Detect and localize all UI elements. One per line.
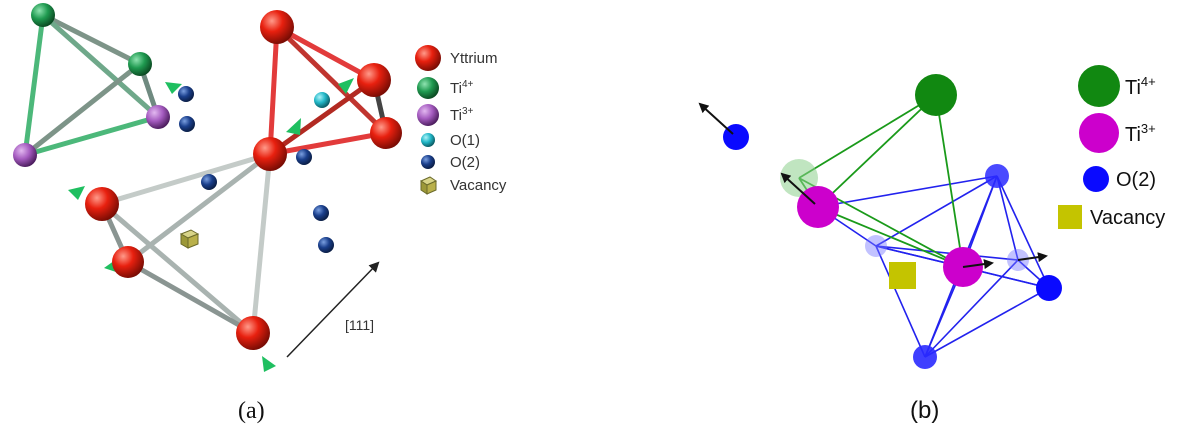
ti4-atom — [31, 3, 55, 27]
legend-vacancy-swatch — [419, 176, 438, 195]
direction-111-arrow — [286, 261, 380, 358]
legend-b-ti3-label: Ti3+ — [1125, 121, 1156, 146]
ti4-atom — [128, 52, 152, 76]
yttrium-atom — [112, 246, 144, 278]
legend-b-o2-label: O(2) — [1116, 169, 1156, 191]
green-arrow-2 — [338, 78, 354, 94]
panel-a-caption: (a) — [238, 398, 265, 424]
o2-atom — [985, 164, 1009, 188]
legend-b-ti3-swatch — [1079, 113, 1119, 153]
yttrium-atom — [85, 187, 119, 221]
o2-atom — [201, 174, 217, 190]
legend-b-vacancy-swatch — [1058, 205, 1082, 229]
yttrium-atom — [260, 10, 294, 44]
o2-atom — [179, 116, 195, 132]
legend-yttrium-label: Yttrium — [450, 50, 498, 67]
legend-a: Yttrium Ti4+ Ti3+ O(1) O(2) Vacancy — [415, 45, 507, 195]
o2-atom — [296, 149, 312, 165]
yttrium-atom — [370, 117, 402, 149]
legend-ti4-label: Ti4+ — [450, 79, 474, 97]
panel-b-caption: (b) — [910, 397, 939, 424]
y-tetrahedron-bonds-gray — [99, 151, 273, 336]
vacancy-b — [889, 262, 916, 289]
green-arrow-4 — [68, 186, 85, 200]
legend-b-ti4-label: Ti4+ — [1125, 74, 1156, 99]
legend-o1-swatch — [421, 133, 435, 147]
direction-111-label: [111] — [345, 317, 374, 333]
panel-a: [111] Yttrium Ti4+ Ti3+ O(1) O(2) Vacanc… — [13, 3, 507, 424]
legend-b-vacancy-label: Vacancy — [1090, 207, 1165, 229]
o2-atom — [318, 237, 334, 253]
panel-b: Ti4+ Ti3+ O(2) Vacancy (b) — [698, 65, 1165, 424]
ti-tetrahedron-bonds — [22, 12, 161, 158]
o2-atom — [178, 86, 194, 102]
legend-b: Ti4+ Ti3+ O(2) Vacancy — [1058, 65, 1165, 229]
o2-atom — [1036, 275, 1062, 301]
legend-ti4-swatch — [417, 77, 439, 99]
displacement-arrows-b — [698, 102, 1048, 270]
o2-atom — [913, 345, 937, 369]
yttrium-atom — [357, 63, 391, 97]
legend-vacancy-label: Vacancy — [450, 177, 507, 194]
o2-atom — [313, 205, 329, 221]
vacancy-cube-a — [179, 229, 200, 249]
ti4-atom — [915, 74, 957, 116]
ti-tetrahedron-bonds-b — [798, 94, 964, 268]
legend-ti3-label: Ti3+ — [450, 106, 474, 124]
legend-o2-swatch — [421, 155, 435, 169]
legend-ti3-swatch — [417, 104, 439, 126]
o1-atom — [314, 92, 330, 108]
legend-b-ti4-swatch — [1078, 65, 1120, 107]
green-arrow-3 — [286, 118, 301, 135]
green-arrow-1 — [165, 82, 182, 94]
legend-b-o2-swatch — [1083, 166, 1109, 192]
ti3-atom — [146, 105, 170, 129]
ti3-atom — [13, 143, 37, 167]
o2-original-position — [865, 235, 887, 257]
yttrium-atom — [253, 137, 287, 171]
o2-atoms-a — [178, 86, 334, 253]
ti3-original-position — [780, 159, 818, 197]
green-arrow-6 — [262, 356, 276, 372]
yttrium-atom — [236, 316, 270, 350]
legend-o2-label: O(2) — [450, 154, 480, 171]
legend-o1-label: O(1) — [450, 132, 480, 149]
legend-yttrium-swatch — [415, 45, 441, 71]
